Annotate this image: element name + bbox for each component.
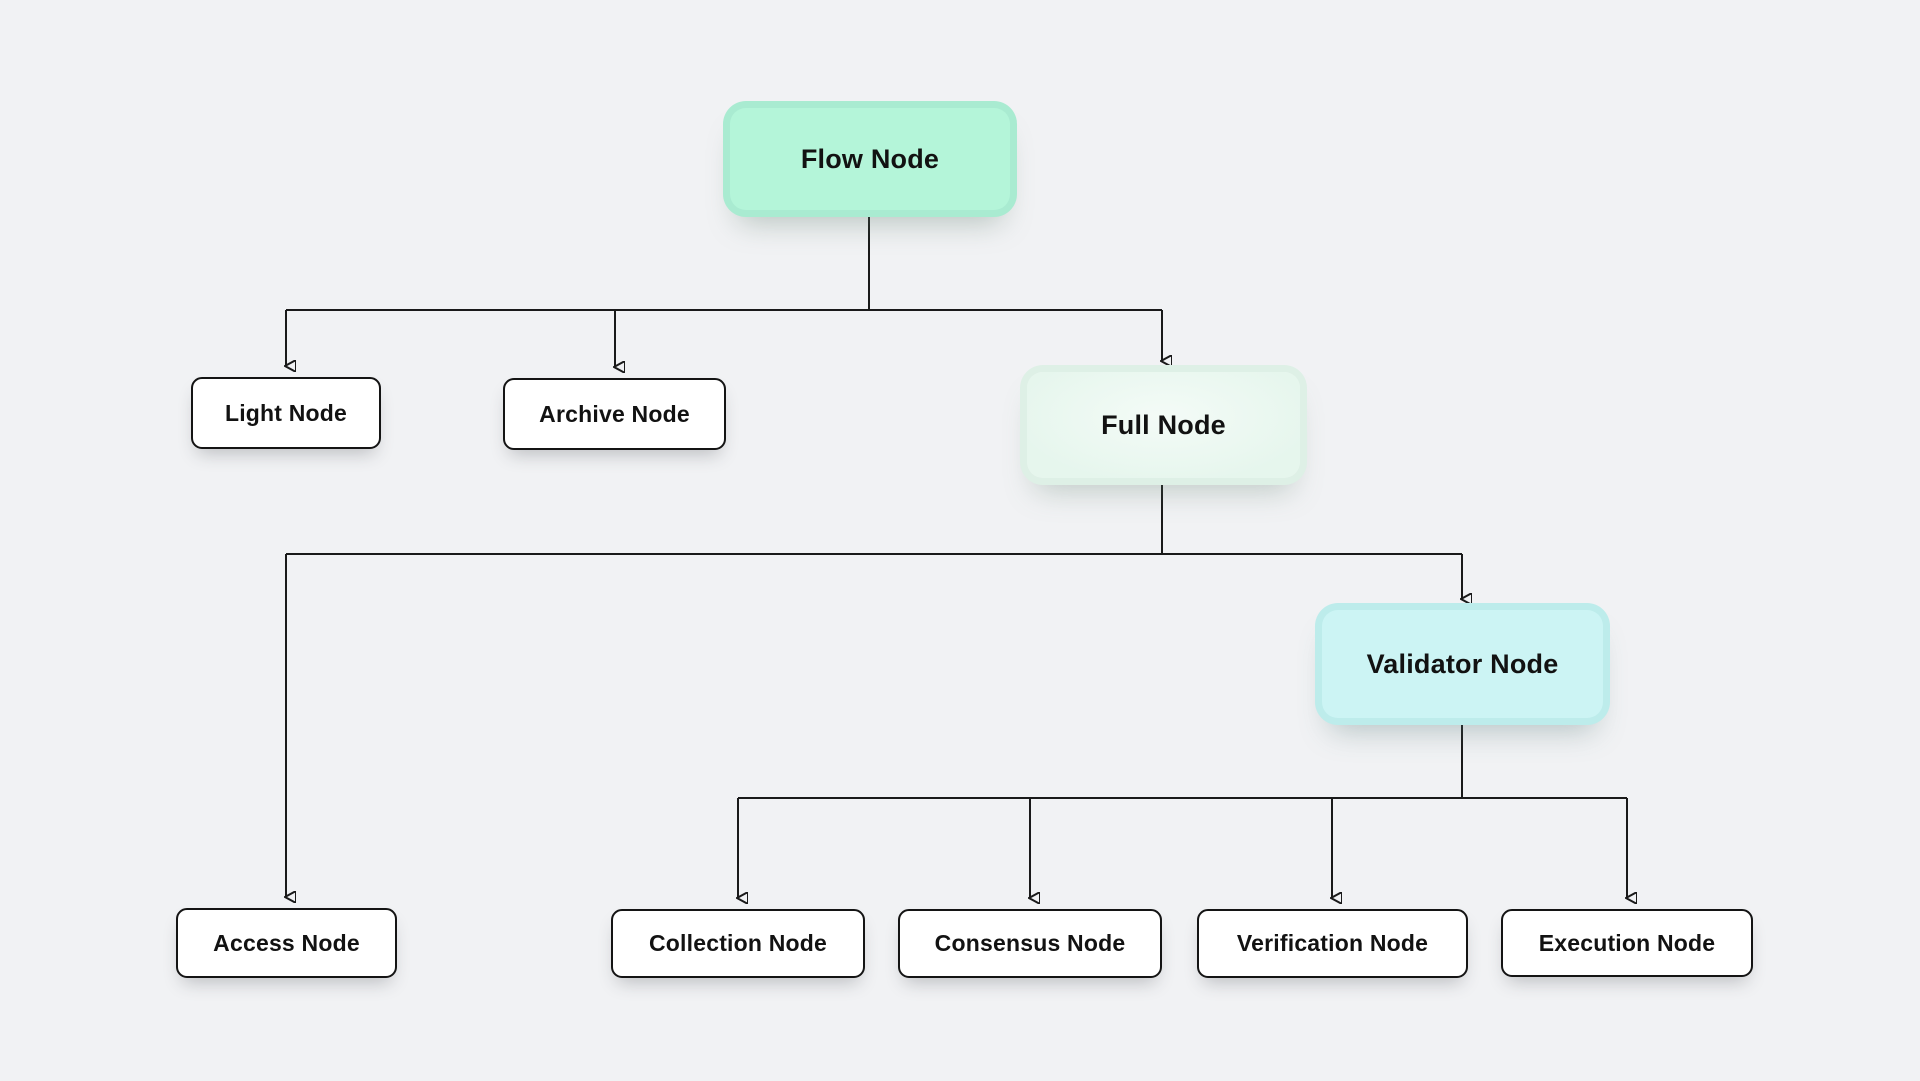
node-full-label: Full Node <box>1101 409 1226 440</box>
node-consensus: Consensus Node <box>898 909 1162 978</box>
node-flow: Flow Node <box>730 108 1010 210</box>
node-execution: Execution Node <box>1501 909 1753 977</box>
node-validator: Validator Node <box>1322 610 1603 718</box>
node-access-label: Access Node <box>213 929 360 956</box>
node-access: Access Node <box>176 908 397 978</box>
node-flow-label: Flow Node <box>800 143 940 174</box>
node-verification-label: Verification Node <box>1236 930 1429 956</box>
node-verification: Verification Node <box>1197 909 1468 978</box>
node-execution-label: Execution Node <box>1538 929 1716 956</box>
node-collection: Collection Node <box>611 909 865 978</box>
node-validator-label: Validator Node <box>1366 648 1559 679</box>
node-light: Light Node <box>191 377 381 449</box>
node-light-label: Light Node <box>224 399 348 426</box>
node-consensus-label: Consensus Node <box>934 930 1126 956</box>
node-collection-label: Collection Node <box>648 930 828 956</box>
node-archive: Archive Node <box>503 378 726 450</box>
node-archive-label: Archive Node <box>539 400 690 427</box>
node-full: Full Node <box>1027 372 1300 478</box>
